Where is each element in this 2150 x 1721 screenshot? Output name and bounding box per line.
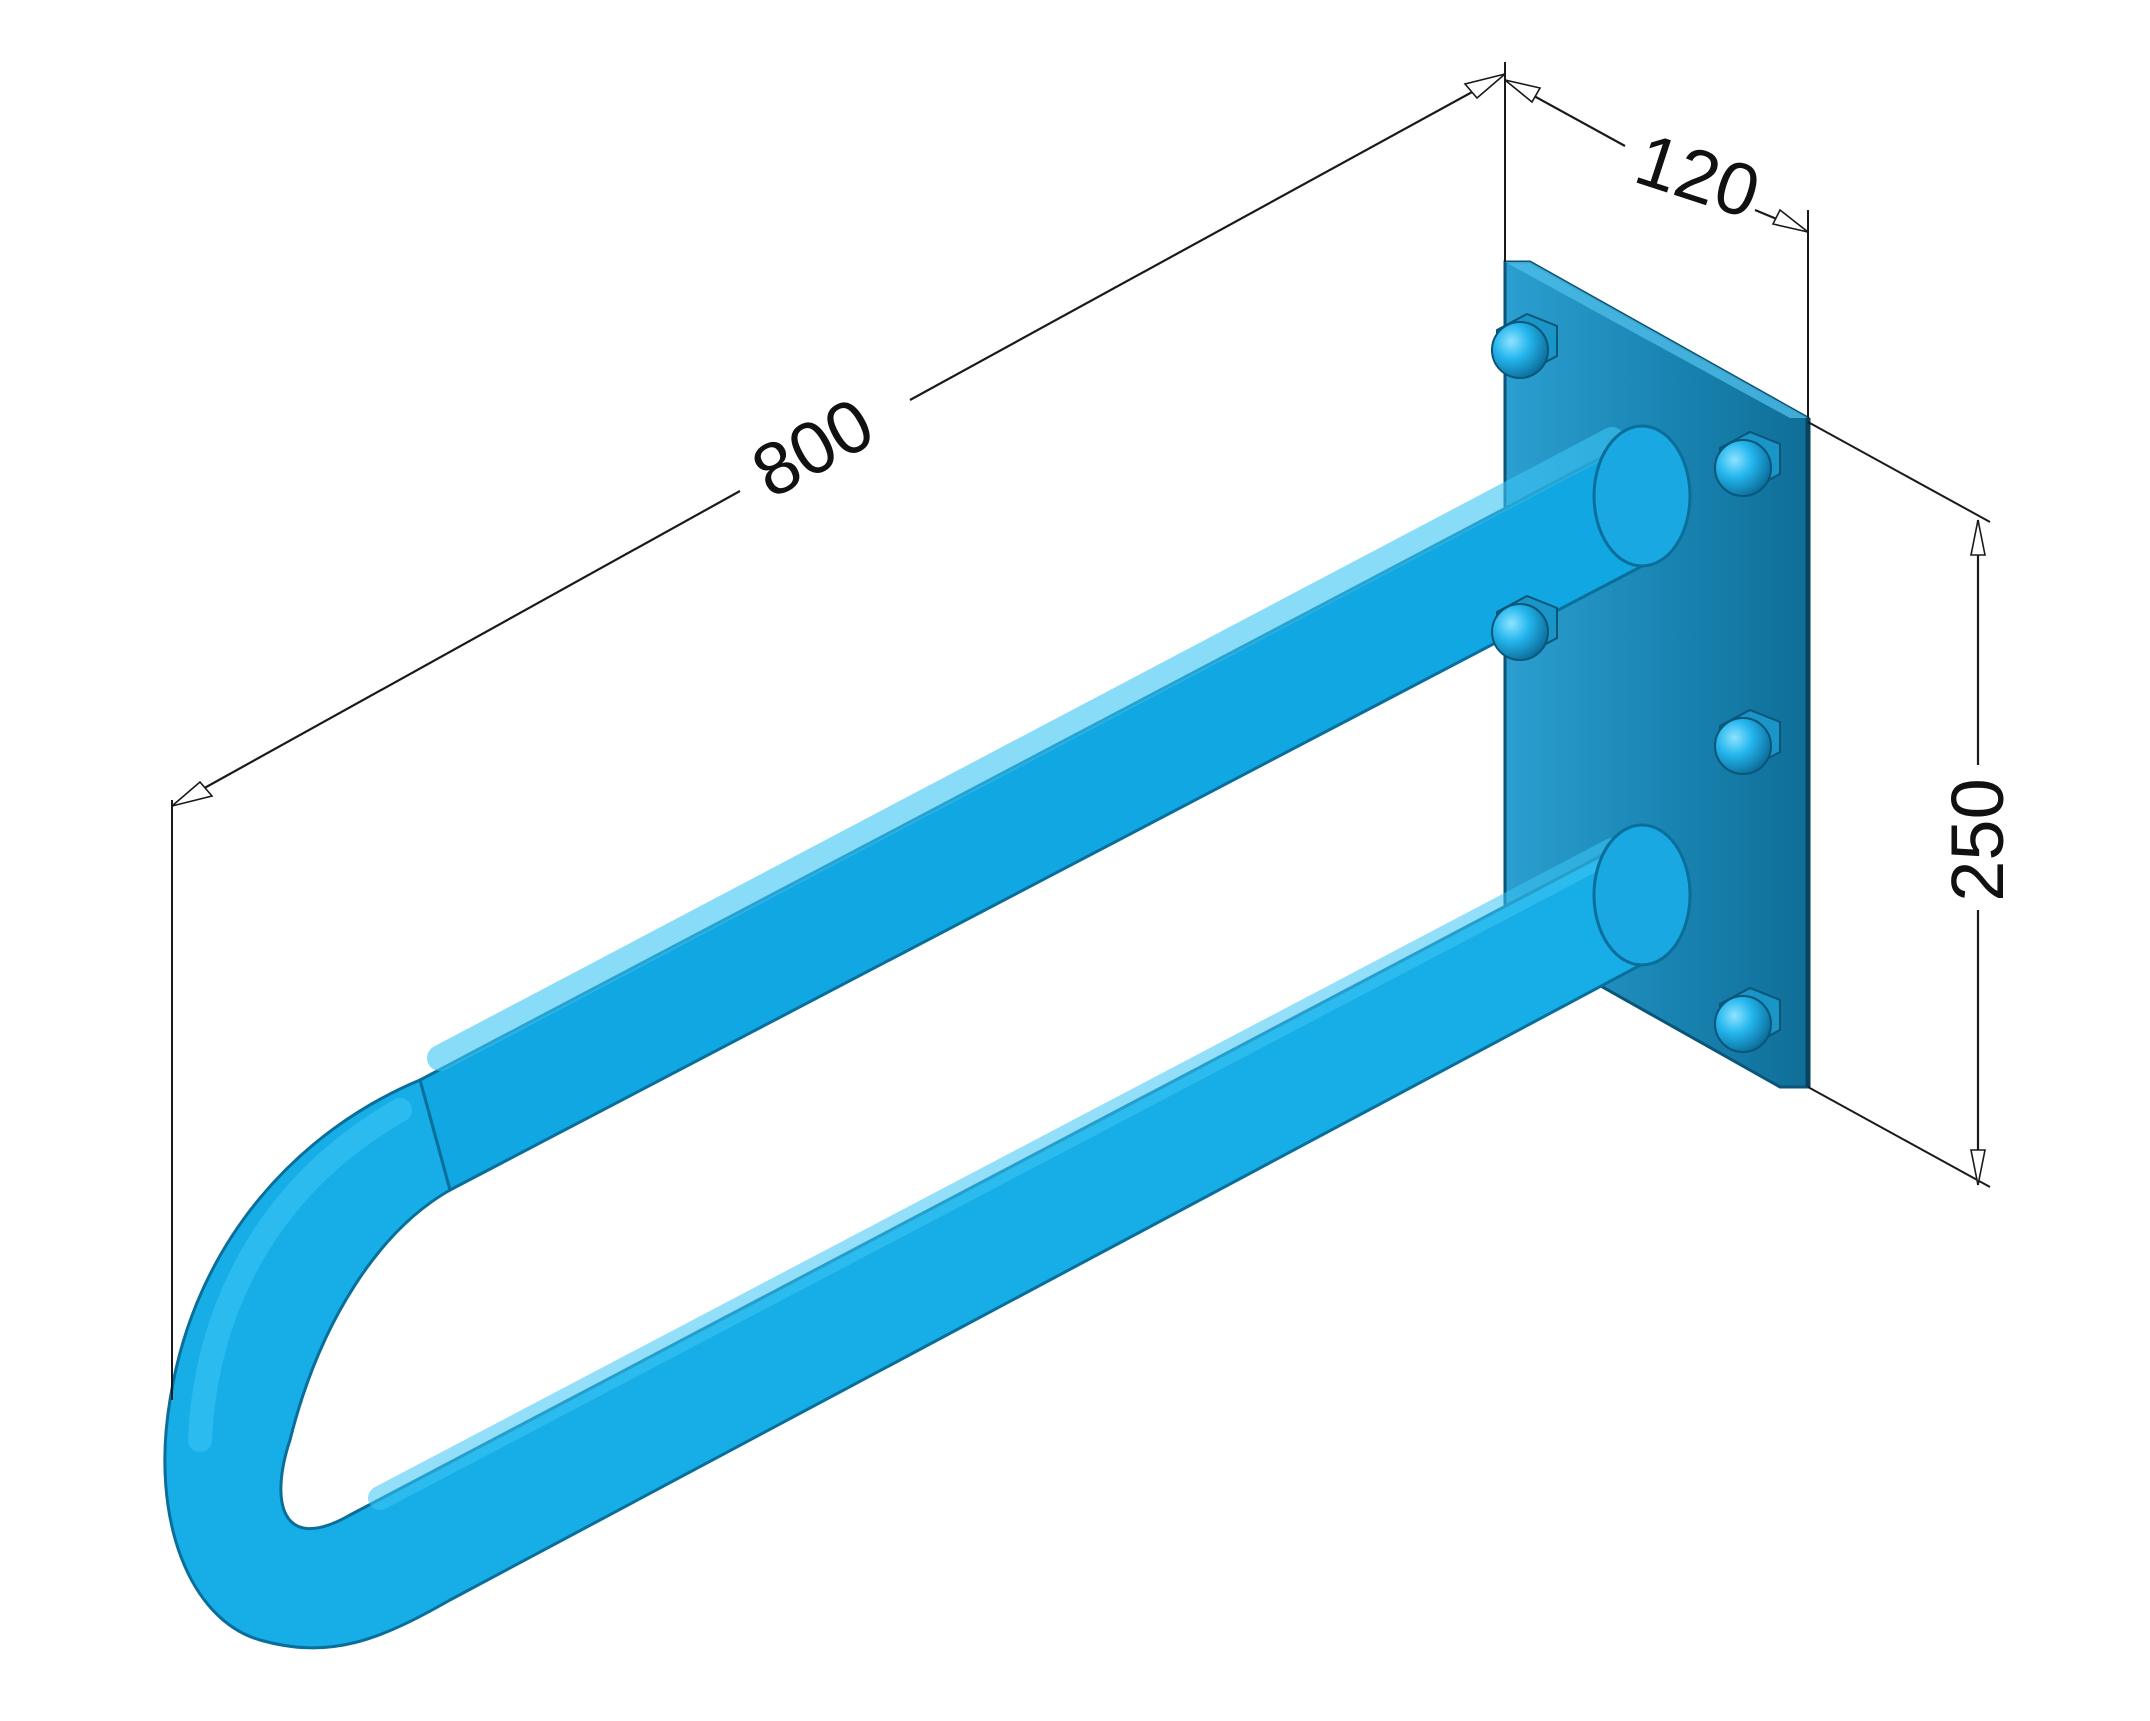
nut-top-left [1491,312,1558,379]
dimension-height-label: 250 [1936,778,2019,901]
lower-rail [163,823,1692,1650]
extension-lines [171,62,1991,1400]
dimension-length-label: 800 [739,381,887,513]
nut-mid-right [1714,708,1781,775]
nut-top-right [1714,430,1781,497]
dimension-height: 250 [1936,519,2019,1186]
dimension-depth-label: 120 [1626,117,1769,234]
upper-rail [418,424,1692,1193]
dimension-depth: 120 [1504,79,1809,234]
nut-bottom-right [1714,986,1781,1053]
nut-mid-left [1491,594,1558,661]
